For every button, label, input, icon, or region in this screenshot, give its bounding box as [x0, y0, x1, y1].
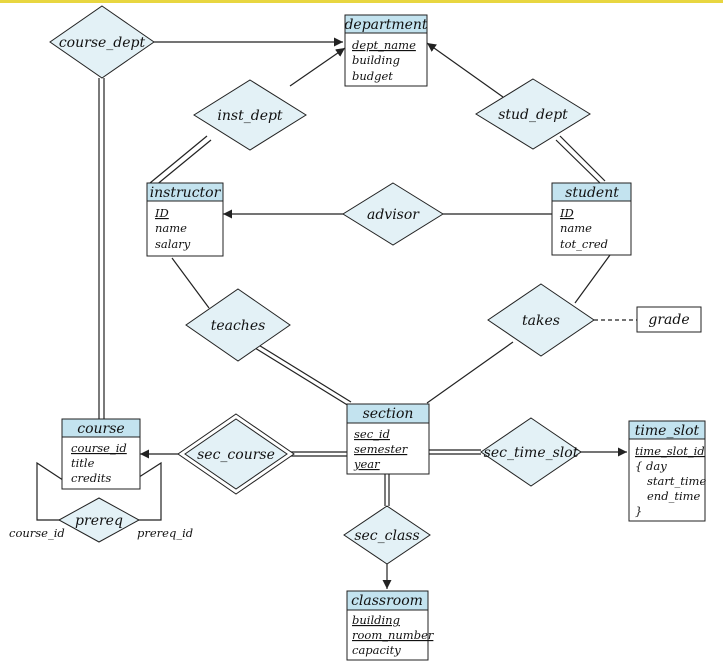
relationship-label: sec_course: [197, 447, 275, 463]
relationship-course-dept: course_dept: [49, 5, 155, 79]
entity-attribute: tot_cred: [560, 237, 608, 251]
entity-title: student: [565, 185, 619, 201]
stud-dept-student-line-1: [559, 135, 606, 182]
relationship-label: sec_class: [354, 528, 419, 544]
entity-title: instructor: [150, 185, 222, 201]
entity-instructor: instructor ID name salary: [146, 182, 224, 257]
entity-attribute: capacity: [352, 643, 401, 657]
relationship-label: inst_dept: [217, 108, 283, 124]
prereq-left-loop: [36, 461, 76, 521]
instructor-teaches-line: [171, 257, 210, 309]
entity-attribute: start_time: [647, 474, 706, 488]
relationship-teaches: teaches: [185, 288, 291, 362]
stud-dept-student-line-2: [555, 139, 602, 185]
relationship-sec-time-slot: sec_time_slot: [480, 417, 582, 487]
entity-attribute: dept_name: [352, 38, 416, 52]
relationship-label: takes: [522, 313, 560, 329]
entity-attribute: { day: [635, 459, 667, 473]
relationship-label: course_dept: [59, 35, 146, 51]
role-label-course-id: course_id: [9, 526, 65, 540]
entity-title: time_slot: [635, 423, 700, 439]
stud-dept-to-department-arrow: [426, 42, 504, 98]
entity-attribute: end_time: [647, 489, 701, 503]
entity-student: student ID name tot_cred: [551, 182, 632, 256]
entity-attribute: salary: [155, 237, 191, 251]
attribute-grade: grade: [636, 306, 702, 333]
entity-title: course: [77, 421, 124, 437]
entity-title: department: [344, 17, 427, 33]
entity-attribute: building: [352, 53, 400, 67]
relationship-label: teaches: [211, 318, 266, 334]
relationship-prereq: prereq: [57, 497, 141, 543]
entity-title: section: [363, 406, 414, 422]
entity-attribute: building: [352, 613, 400, 627]
inst-dept-instructor-line-2: [154, 139, 212, 187]
student-takes-line: [574, 254, 611, 304]
entity-attribute: time_slot_id: [635, 444, 705, 458]
entity-attribute: ID: [559, 206, 574, 220]
relationship-advisor: advisor: [342, 182, 444, 246]
entity-attribute: budget: [352, 69, 393, 83]
teaches-section-line-2: [256, 343, 352, 403]
relationship-label: advisor: [367, 207, 420, 223]
relationship-sec-course: sec_course: [177, 413, 295, 495]
teaches-section-line-1: [254, 347, 350, 407]
relationship-label: sec_time_slot: [484, 445, 579, 461]
role-label-prereq-id: prereq_id: [137, 526, 193, 540]
entity-course: course course_id title credits: [61, 418, 141, 490]
prereq-right-loop: [121, 461, 162, 521]
entity-attribute: year: [353, 457, 381, 471]
entity-attribute: title: [71, 456, 95, 470]
entity-attribute: sec_id: [354, 427, 390, 441]
entity-department: department dept_name building budget: [344, 14, 428, 87]
entity-attribute: name: [560, 221, 592, 235]
entity-attribute: semester: [354, 442, 409, 456]
relationship-inst-dept: inst_dept: [193, 79, 307, 151]
top-accent-bar: [0, 0, 723, 3]
relationship-takes: takes: [487, 283, 595, 357]
relationship-stud-dept: stud_dept: [475, 78, 591, 150]
entity-attribute: }: [635, 504, 642, 518]
entity-attribute: room_number: [352, 628, 435, 642]
entity-attribute: credits: [71, 471, 111, 485]
entity-attribute: name: [155, 221, 187, 235]
entity-title: classroom: [351, 593, 423, 609]
attribute-label: grade: [648, 312, 689, 328]
relationship-sec-class: sec_class: [343, 505, 431, 565]
takes-section-line: [426, 341, 514, 404]
entity-attribute: ID: [154, 206, 169, 220]
entity-time-slot: time_slot time_slot_id { day start_time …: [628, 420, 706, 522]
relationship-label: prereq: [75, 513, 123, 529]
entity-classroom: classroom building room_number capacity: [346, 590, 435, 661]
relationship-label: stud_dept: [498, 107, 568, 123]
connector-lines: [36, 37, 637, 589]
entity-attribute: course_id: [71, 441, 127, 455]
inst-dept-to-department-arrow: [289, 47, 346, 87]
inst-dept-instructor-line-1: [149, 135, 208, 184]
entity-section: section sec_id semester year: [346, 403, 430, 475]
